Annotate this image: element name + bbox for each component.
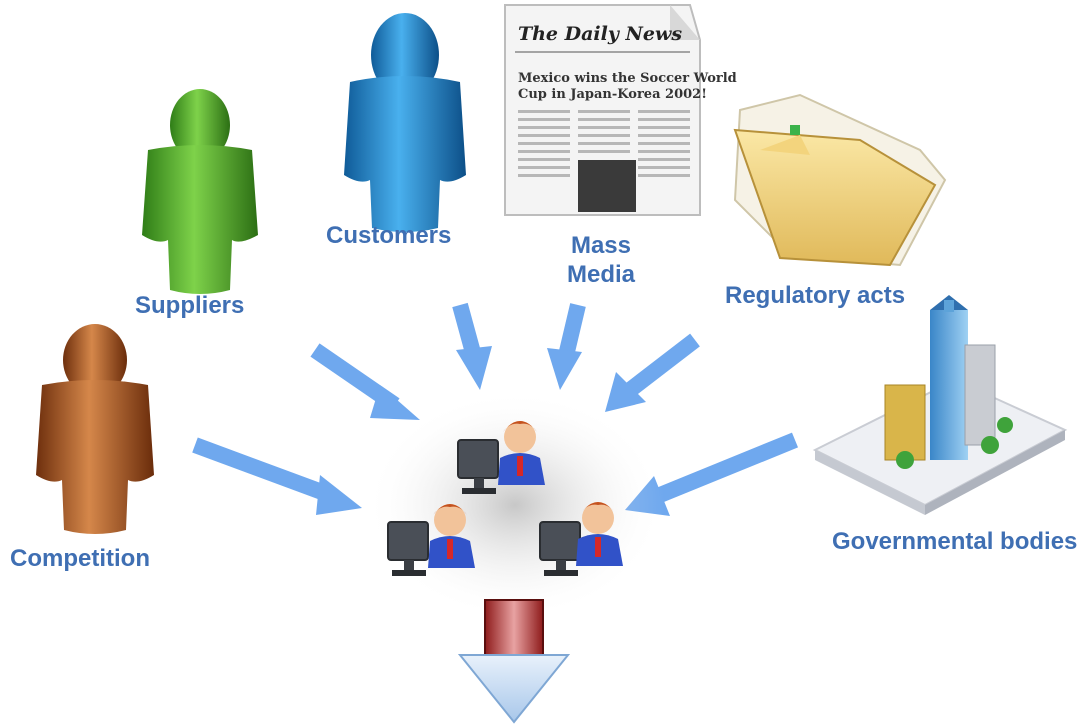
arrow-customers	[452, 302, 492, 390]
employee-at-computer-icon	[387, 504, 475, 576]
newspaper-headline-line1: Mexico wins the Soccer World	[518, 71, 737, 86]
newspaper-masthead: The Daily News	[518, 23, 682, 45]
label-mass-media: Mass Media	[531, 232, 671, 290]
employee-at-computer-icon	[457, 421, 545, 494]
newspaper-photo	[578, 160, 636, 212]
government-buildings-icon	[812, 295, 1068, 515]
label-customers: Customers	[326, 222, 452, 249]
newspaper-columns	[518, 110, 690, 177]
arrow-competition	[192, 437, 362, 515]
label-competition: Competition	[10, 545, 150, 572]
newspaper-icon: The Daily News Mexico wins the Soccer Wo…	[504, 4, 737, 216]
competition-person-icon	[36, 324, 154, 534]
employee-at-computer-icon	[539, 502, 623, 576]
arrow-mass-media	[547, 303, 586, 390]
label-mass-media-line1: Mass	[570, 232, 632, 259]
label-suppliers: Suppliers	[135, 292, 245, 319]
output-arrow-down	[457, 599, 571, 724]
newspaper-headline-line2: Cup in Japan-Korea 2002!	[518, 87, 707, 102]
customers-person-icon	[344, 13, 466, 232]
folder-tab-marker	[790, 125, 800, 135]
label-regulatory-acts: Regulatory acts	[725, 282, 906, 309]
folder-icon	[733, 93, 947, 267]
label-governmental-bodies: Governmental bodies	[832, 528, 1078, 555]
arrow-regulatory-acts	[605, 333, 700, 412]
suppliers-person-icon	[142, 89, 258, 294]
arrow-suppliers	[310, 343, 420, 420]
label-mass-media-line2: Media	[566, 260, 635, 288]
